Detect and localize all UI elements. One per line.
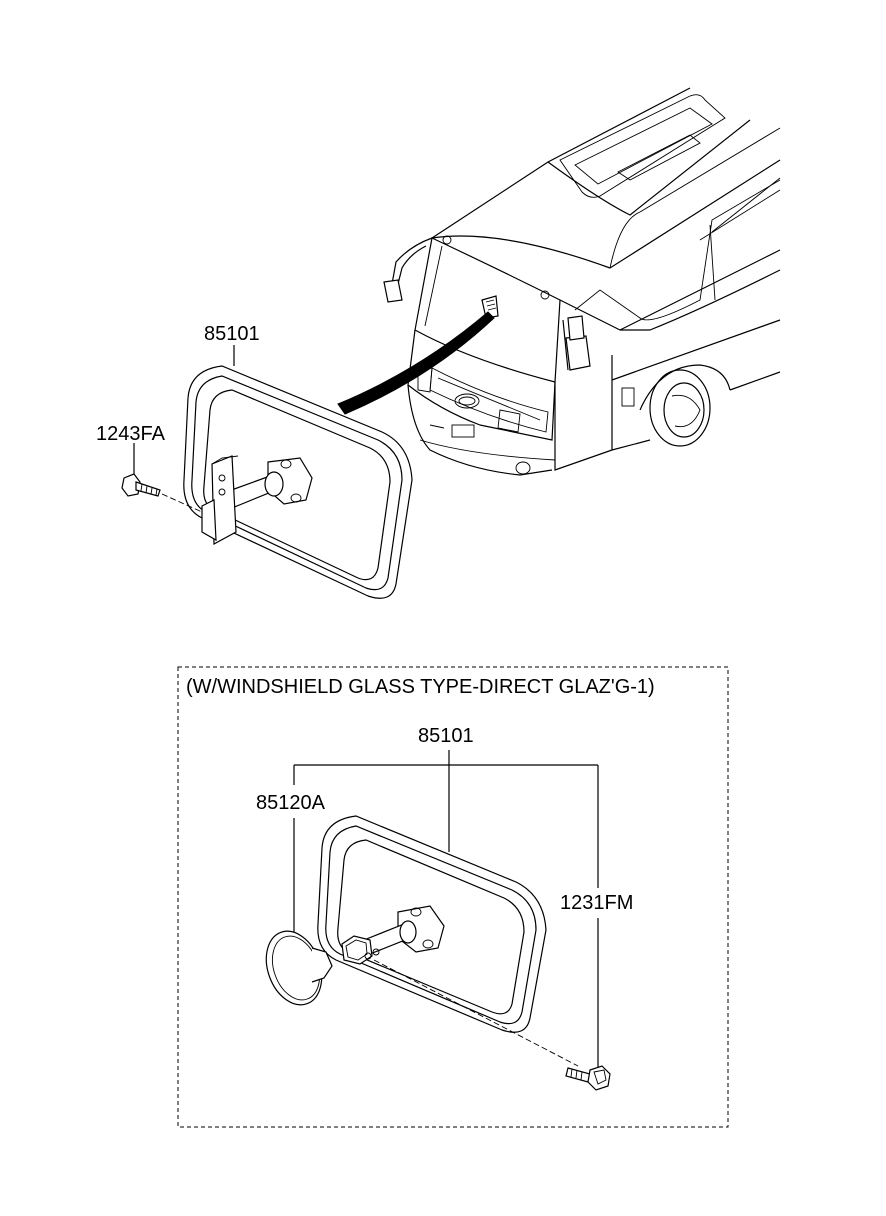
label-85120A: 85120A	[256, 792, 326, 814]
label-85101-upper: 85101	[204, 323, 260, 345]
screw-1243FA	[121, 473, 203, 513]
variant-condition-note: (W/WINDSHIELD GLASS TYPE-DIRECT GLAZ'G-1…	[186, 676, 655, 698]
label-1231FM: 1231FM	[560, 892, 633, 914]
lower-leader-lines	[293, 750, 599, 1068]
bus-illustration	[383, 87, 781, 476]
label-1243FA: 1243FA	[96, 423, 166, 445]
variant-box	[177, 666, 729, 1128]
rear-view-mirror-lower	[317, 815, 579, 1067]
location-indicator-arrow	[337, 311, 495, 415]
rear-view-mirror-upper	[183, 365, 413, 599]
mirror-pad-85120A	[265, 930, 333, 1006]
screw-1231FM	[565, 1065, 611, 1091]
label-85101-lower: 85101	[418, 725, 474, 747]
